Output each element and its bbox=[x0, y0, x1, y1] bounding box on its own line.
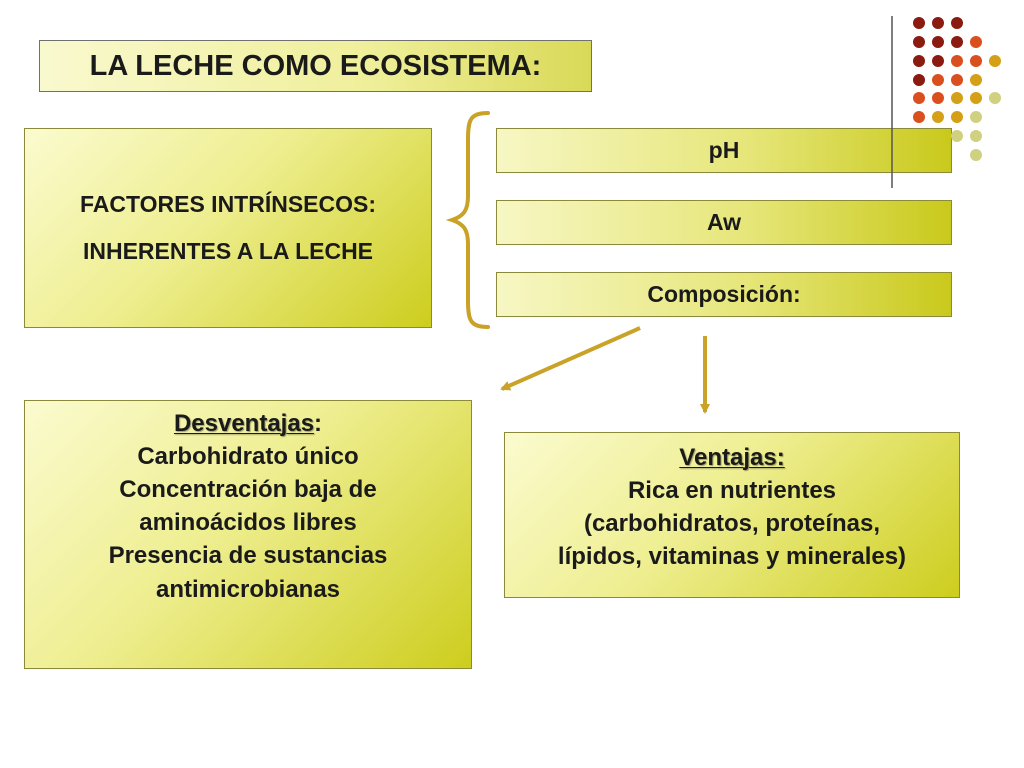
slide-title: LA LECHE COMO ECOSISTEMA: bbox=[39, 40, 592, 92]
desventajas-line: Carbohidrato único bbox=[137, 443, 359, 471]
decor-dot bbox=[970, 111, 982, 123]
decor-dot bbox=[951, 111, 963, 123]
arrow-to-desventajas bbox=[500, 326, 641, 391]
ventajas-line: Rica en nutrientes bbox=[627, 477, 837, 505]
factores-intrinsecos-box: FACTORES INTRÍNSECOS: INHERENTES A LA LE… bbox=[24, 128, 432, 328]
ventajas-heading: Ventajas: bbox=[679, 441, 784, 474]
decor-dot bbox=[951, 55, 963, 67]
decor-dot bbox=[989, 92, 1001, 104]
decor-dot bbox=[913, 74, 925, 86]
curly-brace bbox=[445, 111, 490, 329]
factor-ph-label: pH bbox=[708, 137, 740, 163]
decor-dot bbox=[951, 130, 963, 142]
decor-dot bbox=[932, 74, 944, 86]
decor-dot bbox=[970, 130, 982, 142]
ventajas-line: (carbohidratos, proteínas, bbox=[583, 510, 881, 538]
factor-ph-bar: pH bbox=[496, 128, 952, 173]
factores-line-1: FACTORES INTRÍNSECOS: bbox=[79, 191, 377, 217]
decor-dot bbox=[913, 92, 925, 104]
decor-dot bbox=[970, 74, 982, 86]
desventajas-line: Presencia de sustancias bbox=[108, 542, 388, 570]
decor-dot bbox=[932, 36, 944, 48]
desventajas-line: aminoácidos libres bbox=[139, 509, 357, 537]
desventajas-line: Concentración baja de bbox=[119, 476, 377, 504]
decor-dot bbox=[951, 92, 963, 104]
decor-dot bbox=[913, 36, 925, 48]
decor-dot bbox=[913, 55, 925, 67]
decor-dot bbox=[989, 55, 1001, 67]
decor-dot bbox=[932, 17, 944, 29]
decor-dot bbox=[951, 17, 963, 29]
decor-dot bbox=[970, 55, 982, 67]
factor-aw-bar: Aw bbox=[496, 200, 952, 245]
decor-dot bbox=[932, 111, 944, 123]
ventajas-heading-text: Ventajas: bbox=[679, 444, 785, 471]
decor-dot bbox=[913, 17, 925, 29]
decor-dot bbox=[932, 55, 944, 67]
slide-title-text: LA LECHE COMO ECOSISTEMA: bbox=[89, 49, 542, 82]
desventajas-heading-text: Desventajas bbox=[173, 410, 315, 437]
decor-dot bbox=[970, 36, 982, 48]
decor-dot bbox=[951, 74, 963, 86]
factor-composicion-label: Composición: bbox=[647, 281, 801, 307]
desventajas-line: antimicrobianas bbox=[155, 575, 341, 603]
factores-line-2: INHERENTES A LA LECHE bbox=[82, 238, 374, 264]
decor-dot bbox=[951, 36, 963, 48]
desventajas-heading-colon: : bbox=[314, 410, 323, 437]
ventajas-line: lípidos, vitaminas y minerales) bbox=[557, 543, 907, 571]
decor-dot bbox=[970, 92, 982, 104]
decor-dot bbox=[970, 149, 982, 161]
ventajas-box: Ventajas: Rica en nutrientes (carbohidra… bbox=[504, 432, 960, 598]
factor-composicion-bar: Composición: bbox=[496, 272, 952, 317]
desventajas-heading: Desventajas: bbox=[174, 407, 322, 440]
decor-dot bbox=[932, 92, 944, 104]
decor-dot bbox=[913, 111, 925, 123]
factor-aw-label: Aw bbox=[706, 209, 742, 235]
desventajas-box: Desventajas: Carbohidrato único Concentr… bbox=[24, 400, 472, 669]
